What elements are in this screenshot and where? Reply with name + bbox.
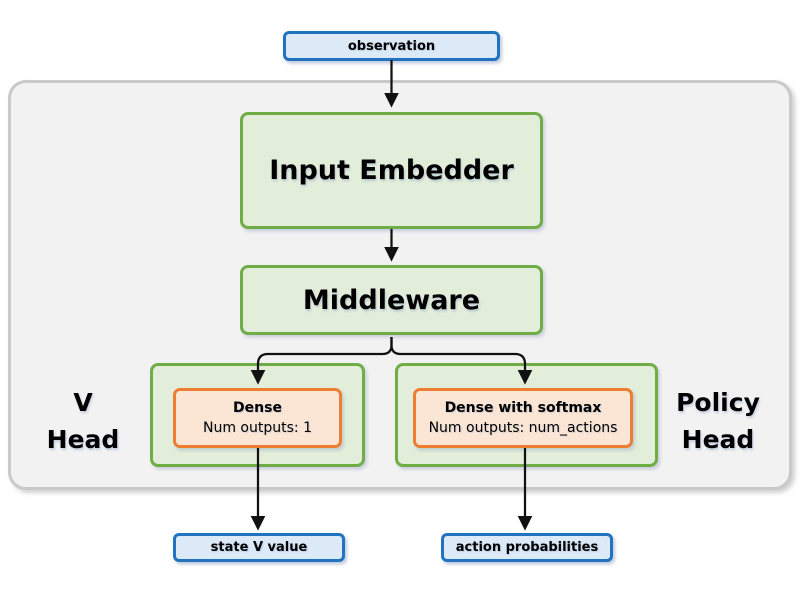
middleware-node: Middleware	[240, 265, 543, 335]
v-dense-layer-node: Dense Num outputs: 1	[173, 388, 342, 448]
policy-dense-layer-node: Dense with softmax Num outputs: num_acti…	[413, 388, 633, 448]
state-v-value-label: state V value	[210, 540, 308, 555]
policy-head-label-line1: Policy	[676, 388, 760, 417]
policy-head-label-line2: Head	[681, 425, 755, 454]
input-embedder-node: Input Embedder	[240, 112, 543, 229]
input-embedder-label: Input Embedder	[269, 155, 514, 186]
action-probabilities-node: action probabilities	[441, 533, 613, 562]
v-dense-title: Dense	[233, 399, 282, 416]
middleware-label: Middleware	[302, 284, 481, 316]
state-v-value-node: state V value	[173, 533, 345, 562]
v-head-label-line2: Head	[46, 425, 120, 454]
v-dense-subtitle: Num outputs: 1	[203, 420, 312, 436]
policy-dense-subtitle: Num outputs: num_actions	[428, 420, 618, 436]
v-head-label: V Head	[18, 384, 148, 458]
policy-dense-title: Dense with softmax	[444, 399, 602, 416]
policy-head-label: Policy Head	[652, 384, 784, 458]
observation-label: observation	[347, 38, 436, 54]
observation-node: observation	[283, 31, 500, 61]
v-head-label-line1: V	[73, 388, 93, 417]
action-probabilities-label: action probabilities	[455, 540, 599, 555]
